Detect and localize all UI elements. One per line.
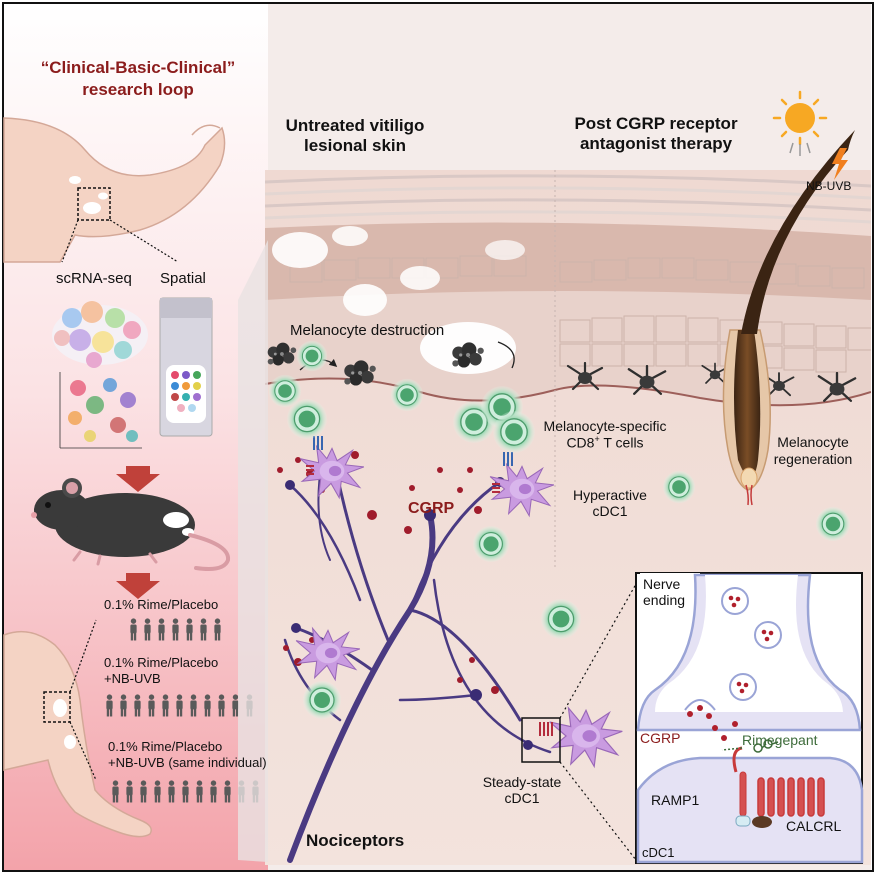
- regeneration-label-line1: Melanocyte: [777, 434, 849, 450]
- steady-state-label-line1: Steady-state: [482, 774, 562, 790]
- down-arrow-icon: [116, 573, 160, 599]
- trial3-label-line2: +NB-UVB (same individual): [108, 755, 267, 770]
- trial1-label: 0.1% Rime/Placebo: [104, 597, 219, 612]
- post-therapy-title-line1: Post CGRP receptor: [574, 114, 738, 133]
- nerve-ending-label-line1: Nerve: [643, 576, 681, 592]
- untreated-title-line2: lesional skin: [303, 136, 407, 155]
- mouse-illustration: [31, 478, 231, 571]
- zoom-box: [521, 717, 561, 763]
- cd8-label-line2: CD8+ T cells: [566, 434, 644, 451]
- arm-illustration: [3, 117, 226, 263]
- nociceptors-label: Nociceptors: [306, 831, 405, 850]
- zoom-line-bottom: [559, 761, 637, 861]
- cgrp-label: CGRP: [408, 500, 455, 517]
- hyperactive-label-line1: Hyperactive: [573, 487, 647, 503]
- rimegepant-label: Rimegepant: [742, 732, 818, 748]
- synapse-inset: [635, 572, 864, 864]
- panel-connector: [238, 170, 268, 862]
- ramp1-label: RAMP1: [651, 792, 700, 808]
- umap-plot: [59, 372, 142, 449]
- calcrl-label: CALCRL: [786, 818, 842, 834]
- steady-state-label-line2: cDC1: [504, 790, 540, 806]
- receptor-clusters: [306, 436, 553, 736]
- nerve-ending-label-line2: ending: [643, 592, 686, 608]
- spatial-slide-illustration: [159, 297, 213, 437]
- inset-cdc1-label: cDC1: [642, 845, 675, 860]
- spatial-label: Spatial: [160, 270, 206, 287]
- inset-cgrp-label: CGRP: [640, 730, 681, 746]
- loop-title-line1: “Clinical-Basic-Clinical”: [40, 58, 236, 77]
- hyperactive-label-line2: cDC1: [592, 503, 628, 519]
- untreated-title-line1: Untreated vitiligo: [285, 116, 425, 135]
- forearm-illustration: [3, 619, 152, 838]
- lightning-icon: [832, 148, 848, 180]
- zoom-line-top: [559, 583, 637, 719]
- trial3-label-line1: 0.1% Rime/Placebo: [108, 739, 223, 754]
- trial2-label-line2: +NB-UVB: [104, 671, 161, 686]
- nbuvb-label: NB-UVB: [806, 179, 852, 193]
- down-arrow-icon: [116, 466, 160, 492]
- loop-title-line2: research loop: [82, 80, 194, 99]
- post-therapy-title-line2: antagonist therapy: [579, 134, 733, 153]
- scrna-cells-illustration: [52, 301, 148, 368]
- cd8-label-line1: Melanocyte-specific: [543, 418, 667, 434]
- scrna-label: scRNA-seq: [56, 270, 132, 287]
- regeneration-label-line2: regeneration: [773, 451, 853, 467]
- trial2-label-line1: 0.1% Rime/Placebo: [104, 655, 219, 670]
- melanocyte-destruction-label: Melanocyte destruction: [290, 322, 445, 339]
- sun-icon: [772, 90, 828, 156]
